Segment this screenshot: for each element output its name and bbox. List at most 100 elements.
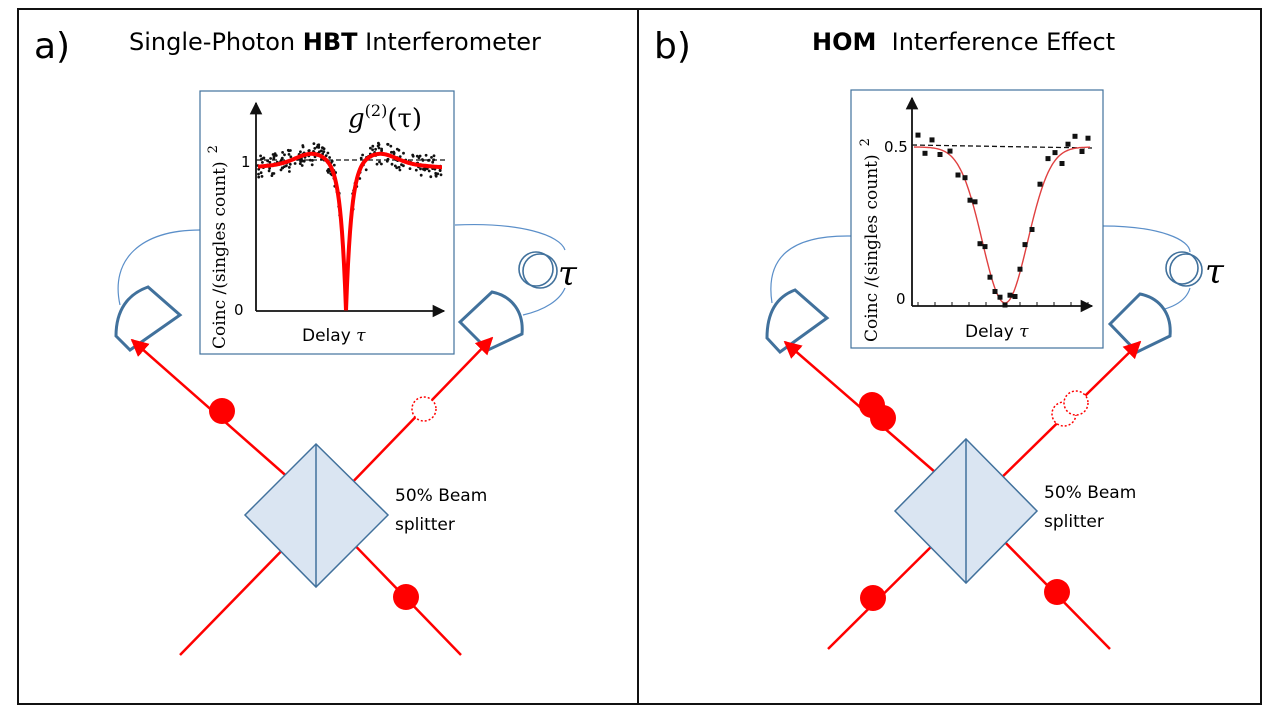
beam-splitter-label-a-1: 50% Beam [395, 486, 487, 506]
inset-a-data-point [380, 149, 383, 153]
inset-a-data-point [439, 173, 443, 177]
inset-a-data-point [259, 154, 262, 158]
inset-b-fit-curve [913, 146, 1091, 304]
inset-a-data-point [434, 171, 438, 175]
inset-a-data-point [328, 156, 331, 159]
inset-b-data-point [1079, 149, 1085, 154]
inset-a-data-point [392, 151, 396, 155]
inset-a-data-point [312, 142, 316, 146]
inset-a-data-point [374, 147, 377, 151]
inset-a-data-point [269, 157, 272, 160]
inset-a-data-point [419, 173, 423, 177]
inset-a-data-point [361, 153, 364, 157]
panel-b-title: HOM Interference Effect [812, 28, 1115, 56]
inset-a-data-point [397, 165, 401, 169]
inset-b-data-point [977, 241, 983, 247]
inset-a-data-point [393, 164, 397, 168]
inset-a-data-point [260, 175, 264, 178]
inset-a-data-point [431, 160, 435, 164]
inset-a-data-point [268, 160, 272, 164]
inset-a-data-point [270, 174, 274, 178]
inset-b-data-point [1059, 161, 1065, 166]
inset-a-data-point [262, 156, 266, 160]
inset-a-data-point [415, 154, 419, 158]
panel-b-letter: b) [654, 26, 691, 67]
inset-a-data-point [311, 159, 314, 162]
inset-b-data-point [1029, 227, 1035, 232]
inset-a-data-point [272, 172, 276, 175]
inset-a-data-point [317, 144, 320, 148]
panel-a: a) Single-Photon HBT Interferometer τ 50… [34, 26, 578, 656]
inset-a-data-point [281, 151, 284, 154]
inset-b-data-point [1012, 294, 1018, 299]
inset-a-data-point [257, 172, 260, 176]
inset-a-data-point [308, 158, 312, 162]
inset-a-data-point [286, 148, 290, 152]
inset-a-xlabel: Delay τ [302, 326, 366, 346]
inset-a-data-point [432, 158, 436, 162]
photon-b-input-left [860, 585, 886, 611]
inset-a-data-point [369, 146, 372, 150]
inset-b-data-point [992, 289, 998, 294]
delay-loop-a-2 [522, 253, 558, 289]
inset-b-baseline [911, 144, 1093, 149]
beam-splitter-a [243, 442, 390, 589]
beam-splitter-b [893, 437, 1039, 585]
inset-a-tick-0: 0 [234, 301, 244, 319]
beam-splitter-label-b-1: 50% Beam [1044, 483, 1136, 503]
panel-a-letter: a) [34, 26, 70, 67]
inset-a-data-point [300, 164, 304, 167]
inset-a-data-point [310, 163, 314, 167]
inset-a-data-point [327, 167, 330, 171]
delay-symbol-a: τ [558, 254, 578, 294]
inset-a-data-point [322, 150, 326, 154]
inset-b-tick-05: 0.5 [884, 138, 908, 156]
inset-a-data-point [287, 153, 291, 156]
delay-loop-b [1165, 251, 1199, 285]
inset-a-data-point [268, 167, 271, 170]
inset-b-data-point [972, 199, 978, 205]
inset-a-data-point [261, 161, 264, 164]
inset-a-data-point [414, 168, 418, 172]
detector-right-b [1107, 292, 1172, 354]
fiber-left-a [117, 229, 201, 306]
inset-chart-b: 0.5 0 Delay τ Coinc /(singles count)2 [850, 89, 1104, 349]
inset-b-data-point [1017, 266, 1023, 272]
inset-a-data-point [288, 170, 291, 173]
inset-a-data-point [326, 151, 330, 155]
inset-a-data-point [279, 168, 283, 172]
inset-a-data-point [378, 160, 381, 164]
photon-a-input [393, 584, 419, 610]
panel-b: b) HOM Interference Effect τ 50% Beam sp… [654, 26, 1225, 650]
inset-a-data-point [321, 146, 325, 150]
beam-in-left-b [827, 530, 948, 650]
inset-b-data-point [1045, 156, 1051, 162]
photon-b-empty-2 [1063, 390, 1089, 416]
inset-a-data-point [389, 144, 393, 148]
inset-a-data-point [307, 149, 311, 153]
inset-a-formula: g(2)(τ) [348, 101, 422, 134]
inset-a-data-point [274, 154, 278, 157]
inset-a-ylabel: Coinc /(singles count)2 [206, 145, 230, 349]
detector-left-b [765, 288, 830, 354]
inset-a-data-point [364, 168, 368, 172]
fiber-right-a-2 [522, 287, 566, 316]
beam-splitter-label-b-2: splitter [1044, 512, 1104, 532]
inset-b-tick-0: 0 [896, 290, 906, 308]
inset-a-data-point [359, 156, 363, 160]
detector-right-a [457, 290, 524, 352]
inset-a-data-point [397, 148, 401, 152]
inset-a-data-point [438, 169, 442, 173]
inset-a-data-point [390, 162, 394, 166]
inset-a-data-point [289, 155, 293, 159]
inset-b-data-point [922, 150, 928, 156]
inset-b-data-point [955, 172, 961, 178]
inset-a-data-point [283, 153, 286, 157]
inset-b-data-point [1065, 141, 1071, 147]
inset-a-data-point [423, 168, 427, 172]
panel-b-frame [637, 8, 1262, 705]
inset-a-data-point [390, 150, 393, 154]
inset-a-data-point [257, 175, 261, 179]
inset-a-data-point [421, 158, 424, 161]
